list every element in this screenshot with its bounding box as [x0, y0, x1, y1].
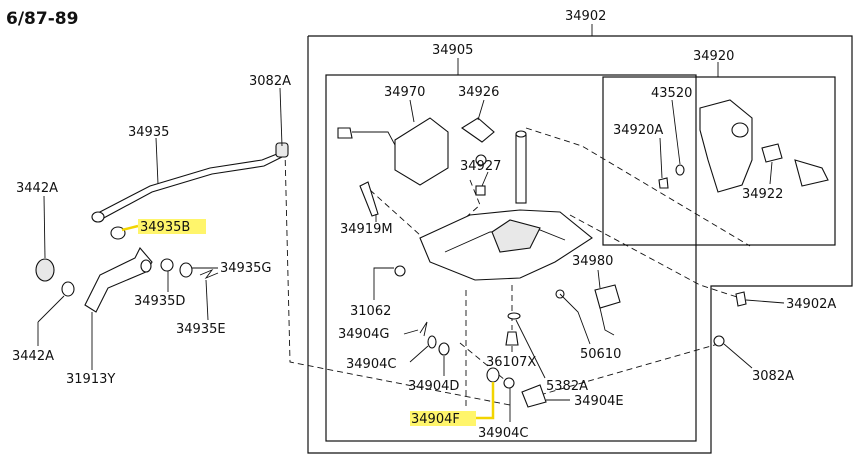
label-34904g: 34904G: [338, 327, 389, 342]
bolt-34904e: [521, 384, 547, 408]
date-range-title: 6/87-89: [6, 9, 78, 29]
bolt-36107x: [505, 331, 519, 346]
knob-34920: [699, 99, 753, 193]
label-34935d: 34935D: [134, 294, 185, 309]
label-34922: 34922: [742, 187, 783, 202]
lever-31913y: [84, 247, 153, 313]
grommet-3442a-top: [35, 258, 55, 282]
label-34935g: 34935G: [220, 261, 271, 276]
washer-34935g: [179, 262, 193, 278]
bushing-34904f: [486, 367, 500, 383]
assembly-box-34905: [325, 74, 697, 442]
dash-plate-right: [569, 214, 741, 299]
inhibitor-34970: [394, 117, 449, 186]
dash-rod-to-box: [284, 149, 511, 406]
label-34902a: 34902A: [786, 297, 836, 312]
label-34904c-bot: 34904C: [478, 426, 528, 441]
detent-arm: [491, 219, 541, 253]
label-34935e: 34935E: [176, 322, 226, 337]
label-34905: 34905: [432, 43, 473, 58]
label-34920: 34920: [693, 49, 734, 64]
screw-34922: [761, 143, 783, 163]
label-34920a: 34920A: [613, 123, 663, 138]
label-34904f: 34904F: [411, 412, 460, 427]
label-5382a: 5382A: [546, 379, 588, 394]
clip-34904g: [419, 321, 428, 337]
label-34902: 34902: [565, 9, 606, 24]
label-3082a-top: 3082A: [249, 74, 291, 89]
washer-5382a: [507, 312, 521, 320]
switch-34980: [594, 284, 621, 309]
bushing-34935b: [110, 226, 126, 240]
label-3082a-right: 3082A: [752, 369, 794, 384]
label-3442a-top: 3442A: [16, 181, 58, 196]
label-34935: 34935: [128, 125, 169, 140]
highlight-34935b: [138, 219, 206, 234]
washer-34904d: [438, 342, 450, 356]
label-34904d: 34904D: [408, 379, 459, 394]
label-34926: 34926: [458, 85, 499, 100]
nut-3082a-right: [713, 335, 725, 347]
assembly-box-34920: [602, 76, 836, 246]
connector-left: [337, 127, 353, 139]
label-36107x: 36107X: [486, 355, 536, 370]
label-43520: 43520: [651, 86, 692, 101]
dash-bolt-right: [539, 343, 719, 396]
washer-3442a-bot: [61, 281, 75, 297]
shift-rod: [515, 134, 527, 204]
screw-34920a: [658, 177, 669, 189]
button-cover: [794, 159, 829, 187]
label-34935b: 34935B: [140, 220, 190, 235]
washer-34904c-bot: [503, 377, 515, 389]
dash-pin: [369, 189, 421, 236]
label-34919m: 34919M: [340, 222, 393, 237]
button-34926: [461, 117, 495, 143]
washer-34904c: [427, 335, 437, 349]
nut-31062: [394, 265, 406, 277]
highlight-34904f: [410, 411, 476, 426]
label-31913y: 31913Y: [66, 372, 115, 387]
label-31062: 31062: [350, 304, 391, 319]
bolt-34902a: [735, 291, 747, 307]
rod-end-left: [91, 211, 105, 223]
label-34980: 34980: [572, 254, 613, 269]
spring-34927: [475, 154, 487, 166]
washer-43520: [675, 164, 685, 176]
washer-34935d: [160, 258, 174, 272]
label-34904c-left: 34904C: [346, 357, 396, 372]
label-34970: 34970: [384, 85, 425, 100]
assembly-box-34902: [307, 35, 853, 454]
clip-34935e: [199, 268, 219, 280]
label-50610: 50610: [580, 347, 621, 362]
pin-34919m: [359, 181, 379, 217]
label-34904e: 34904E: [574, 394, 624, 409]
label-3442a-bot: 3442A: [12, 349, 54, 364]
label-34927: 34927: [460, 159, 501, 174]
control-rod-34935: [95, 151, 285, 221]
